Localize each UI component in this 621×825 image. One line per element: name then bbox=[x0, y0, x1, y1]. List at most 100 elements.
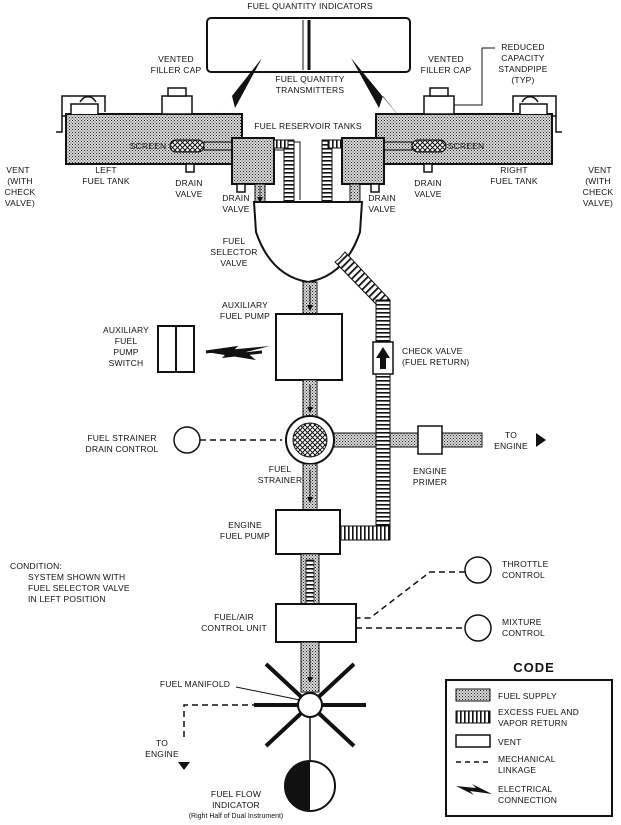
svg-text:CONTROL: CONTROL bbox=[502, 628, 545, 638]
mixture-control-label: MIXTURE bbox=[502, 617, 542, 627]
svg-text:(Right Half of Dual Instrument: (Right Half of Dual Instrument) bbox=[189, 813, 284, 820]
electrical-connection-left bbox=[213, 58, 262, 120]
svg-text:LINKAGE: LINKAGE bbox=[498, 765, 536, 775]
fuel-strainer-drain-control-label: FUEL STRAINER bbox=[87, 433, 156, 443]
fuel-reservoir-tanks-label: FUEL RESERVOIR TANKS bbox=[254, 121, 362, 131]
svg-text:VALVE: VALVE bbox=[222, 204, 249, 214]
fuel-flow-indicator bbox=[284, 760, 336, 812]
fuel-manifold-label: FUEL MANIFOLD bbox=[160, 679, 230, 689]
auxiliary-fuel-pump-switch bbox=[157, 325, 195, 373]
to-engine-arrow-right bbox=[536, 433, 546, 447]
svg-text:PRIMER: PRIMER bbox=[413, 477, 447, 487]
legend-swatch-vent bbox=[455, 734, 491, 748]
to-engine-bottom-label: TO bbox=[156, 738, 168, 748]
drain-valve-label-4: DRAIN bbox=[414, 178, 441, 188]
legend-mechanical-linkage-label: MECHANICAL bbox=[498, 754, 556, 764]
svg-text:(WITH: (WITH bbox=[7, 176, 33, 186]
right-fuel-tank bbox=[375, 87, 562, 165]
auxiliary-fuel-pump bbox=[275, 313, 343, 381]
svg-text:VALVE): VALVE) bbox=[583, 198, 613, 208]
left-fuel-tank bbox=[56, 87, 243, 165]
svg-text:ENGINE: ENGINE bbox=[494, 441, 528, 451]
svg-text:INDICATOR: INDICATOR bbox=[212, 800, 260, 810]
svg-text:VALVE: VALVE bbox=[414, 189, 441, 199]
svg-text:FUEL TANK: FUEL TANK bbox=[490, 176, 538, 186]
left-fuel-tank-label: LEFT bbox=[95, 165, 117, 175]
drain-valve-label-3: DRAIN bbox=[368, 193, 395, 203]
condition-label: CONDITION: bbox=[10, 561, 62, 571]
svg-text:CHECK: CHECK bbox=[5, 187, 36, 197]
svg-text:CONTROL: CONTROL bbox=[502, 570, 545, 580]
svg-text:FUEL PUMP: FUEL PUMP bbox=[220, 311, 270, 321]
svg-text:VALVE: VALVE bbox=[220, 258, 247, 268]
svg-text:PUMP: PUMP bbox=[113, 347, 138, 357]
svg-text:VALVE: VALVE bbox=[368, 204, 395, 214]
legend-swatch-excess-fuel bbox=[455, 710, 491, 724]
svg-text:SELECTOR: SELECTOR bbox=[210, 247, 257, 257]
to-engine-right-label: TO bbox=[505, 430, 517, 440]
right-fuel-tank-label: RIGHT bbox=[500, 165, 527, 175]
svg-text:FILLER CAP: FILLER CAP bbox=[421, 65, 472, 75]
svg-text:FILLER CAP: FILLER CAP bbox=[151, 65, 202, 75]
engine-primer bbox=[417, 425, 443, 455]
mixture-control bbox=[464, 614, 492, 642]
vent-left-label: VENT bbox=[6, 165, 29, 175]
fuel-flow-indicator-label: FUEL FLOW bbox=[211, 789, 261, 799]
fuel-quantity-indicators-label: FUEL QUANTITY INDICATORS bbox=[247, 1, 373, 11]
svg-text:ENGINE: ENGINE bbox=[145, 749, 179, 759]
svg-text:VALVE): VALVE) bbox=[5, 198, 35, 208]
svg-text:DRAIN CONTROL: DRAIN CONTROL bbox=[86, 444, 159, 454]
engine-primer-label: ENGINE bbox=[413, 466, 447, 476]
legend-swatch-electrical-connection bbox=[456, 784, 492, 795]
throttle-control-label: THROTTLE bbox=[502, 559, 549, 569]
vent-right-label: VENT bbox=[588, 165, 611, 175]
throttle-control bbox=[464, 556, 492, 584]
screen-left-label: SCREEN bbox=[130, 141, 167, 151]
drain-valve-label-1: DRAIN bbox=[175, 178, 202, 188]
fuel-strainer-label: FUEL bbox=[269, 464, 292, 474]
svg-text:TRANSMITTERS: TRANSMITTERS bbox=[276, 85, 345, 95]
svg-text:FUEL TANK: FUEL TANK bbox=[82, 176, 130, 186]
code-legend: CODE FUEL SUPPLY EXCESS FUEL AND VAPOR R… bbox=[445, 660, 613, 817]
screen-right-label: SCREEN bbox=[448, 141, 485, 151]
svg-text:CONNECTION: CONNECTION bbox=[498, 795, 557, 805]
electrical-connection-right bbox=[351, 58, 402, 120]
vented-filler-cap-right-label: VENTED bbox=[428, 54, 464, 64]
electrical-connection-switch bbox=[206, 346, 270, 360]
to-engine-arrow-bottom bbox=[178, 762, 190, 770]
svg-text:VAPOR RETURN: VAPOR RETURN bbox=[498, 718, 567, 728]
svg-text:STRAINER: STRAINER bbox=[258, 475, 303, 485]
engine-fuel-pump-label: ENGINE bbox=[228, 520, 262, 530]
fuel-air-control-unit-label: FUEL/AIR bbox=[214, 612, 254, 622]
svg-text:IN LEFT POSITION: IN LEFT POSITION bbox=[28, 594, 106, 604]
legend-excess-fuel-label: EXCESS FUEL AND bbox=[498, 707, 579, 717]
fuel-quantity-transmitters-label: FUEL QUANTITY bbox=[275, 74, 344, 84]
legend-swatch-fuel-supply bbox=[455, 688, 491, 702]
left-reservoir-tank bbox=[231, 137, 275, 185]
code-title: CODE bbox=[513, 660, 555, 675]
svg-text:FUEL SELECTOR VALVE: FUEL SELECTOR VALVE bbox=[28, 583, 130, 593]
fuel-air-control-unit bbox=[275, 603, 357, 643]
vented-filler-cap-left-label: VENTED bbox=[158, 54, 194, 64]
fuel-quantity-indicators: FUEL QUANTITY INDICATORS bbox=[206, 1, 411, 73]
fuel-strainer-drain-control bbox=[173, 426, 201, 454]
svg-text:VALVE: VALVE bbox=[175, 189, 202, 199]
engine-fuel-pump bbox=[275, 509, 341, 555]
svg-text:SYSTEM SHOWN WITH: SYSTEM SHOWN WITH bbox=[28, 572, 125, 582]
svg-text:STANDPIPE: STANDPIPE bbox=[498, 64, 547, 74]
right-reservoir-tank bbox=[341, 137, 385, 185]
fuel-selector-valve-label: FUEL bbox=[223, 236, 246, 246]
svg-text:SWITCH: SWITCH bbox=[109, 358, 144, 368]
reduced-capacity-standpipe-label: REDUCED bbox=[501, 42, 544, 52]
drain-valve-label-2: DRAIN bbox=[222, 193, 249, 203]
legend-electrical-connection-label: ELECTRICAL bbox=[498, 784, 553, 794]
svg-text:FUEL: FUEL bbox=[115, 336, 138, 346]
svg-text:FUEL PUMP: FUEL PUMP bbox=[220, 531, 270, 541]
legend-vent-label: VENT bbox=[498, 737, 521, 747]
svg-text:(WITH: (WITH bbox=[585, 176, 611, 186]
legend-fuel-supply-label: FUEL SUPPLY bbox=[498, 691, 557, 701]
svg-text:(FUEL RETURN): (FUEL RETURN) bbox=[402, 357, 469, 367]
auxiliary-fuel-pump-label: AUXILIARY bbox=[222, 300, 268, 310]
check-valve-label: CHECK VALVE bbox=[402, 346, 463, 356]
